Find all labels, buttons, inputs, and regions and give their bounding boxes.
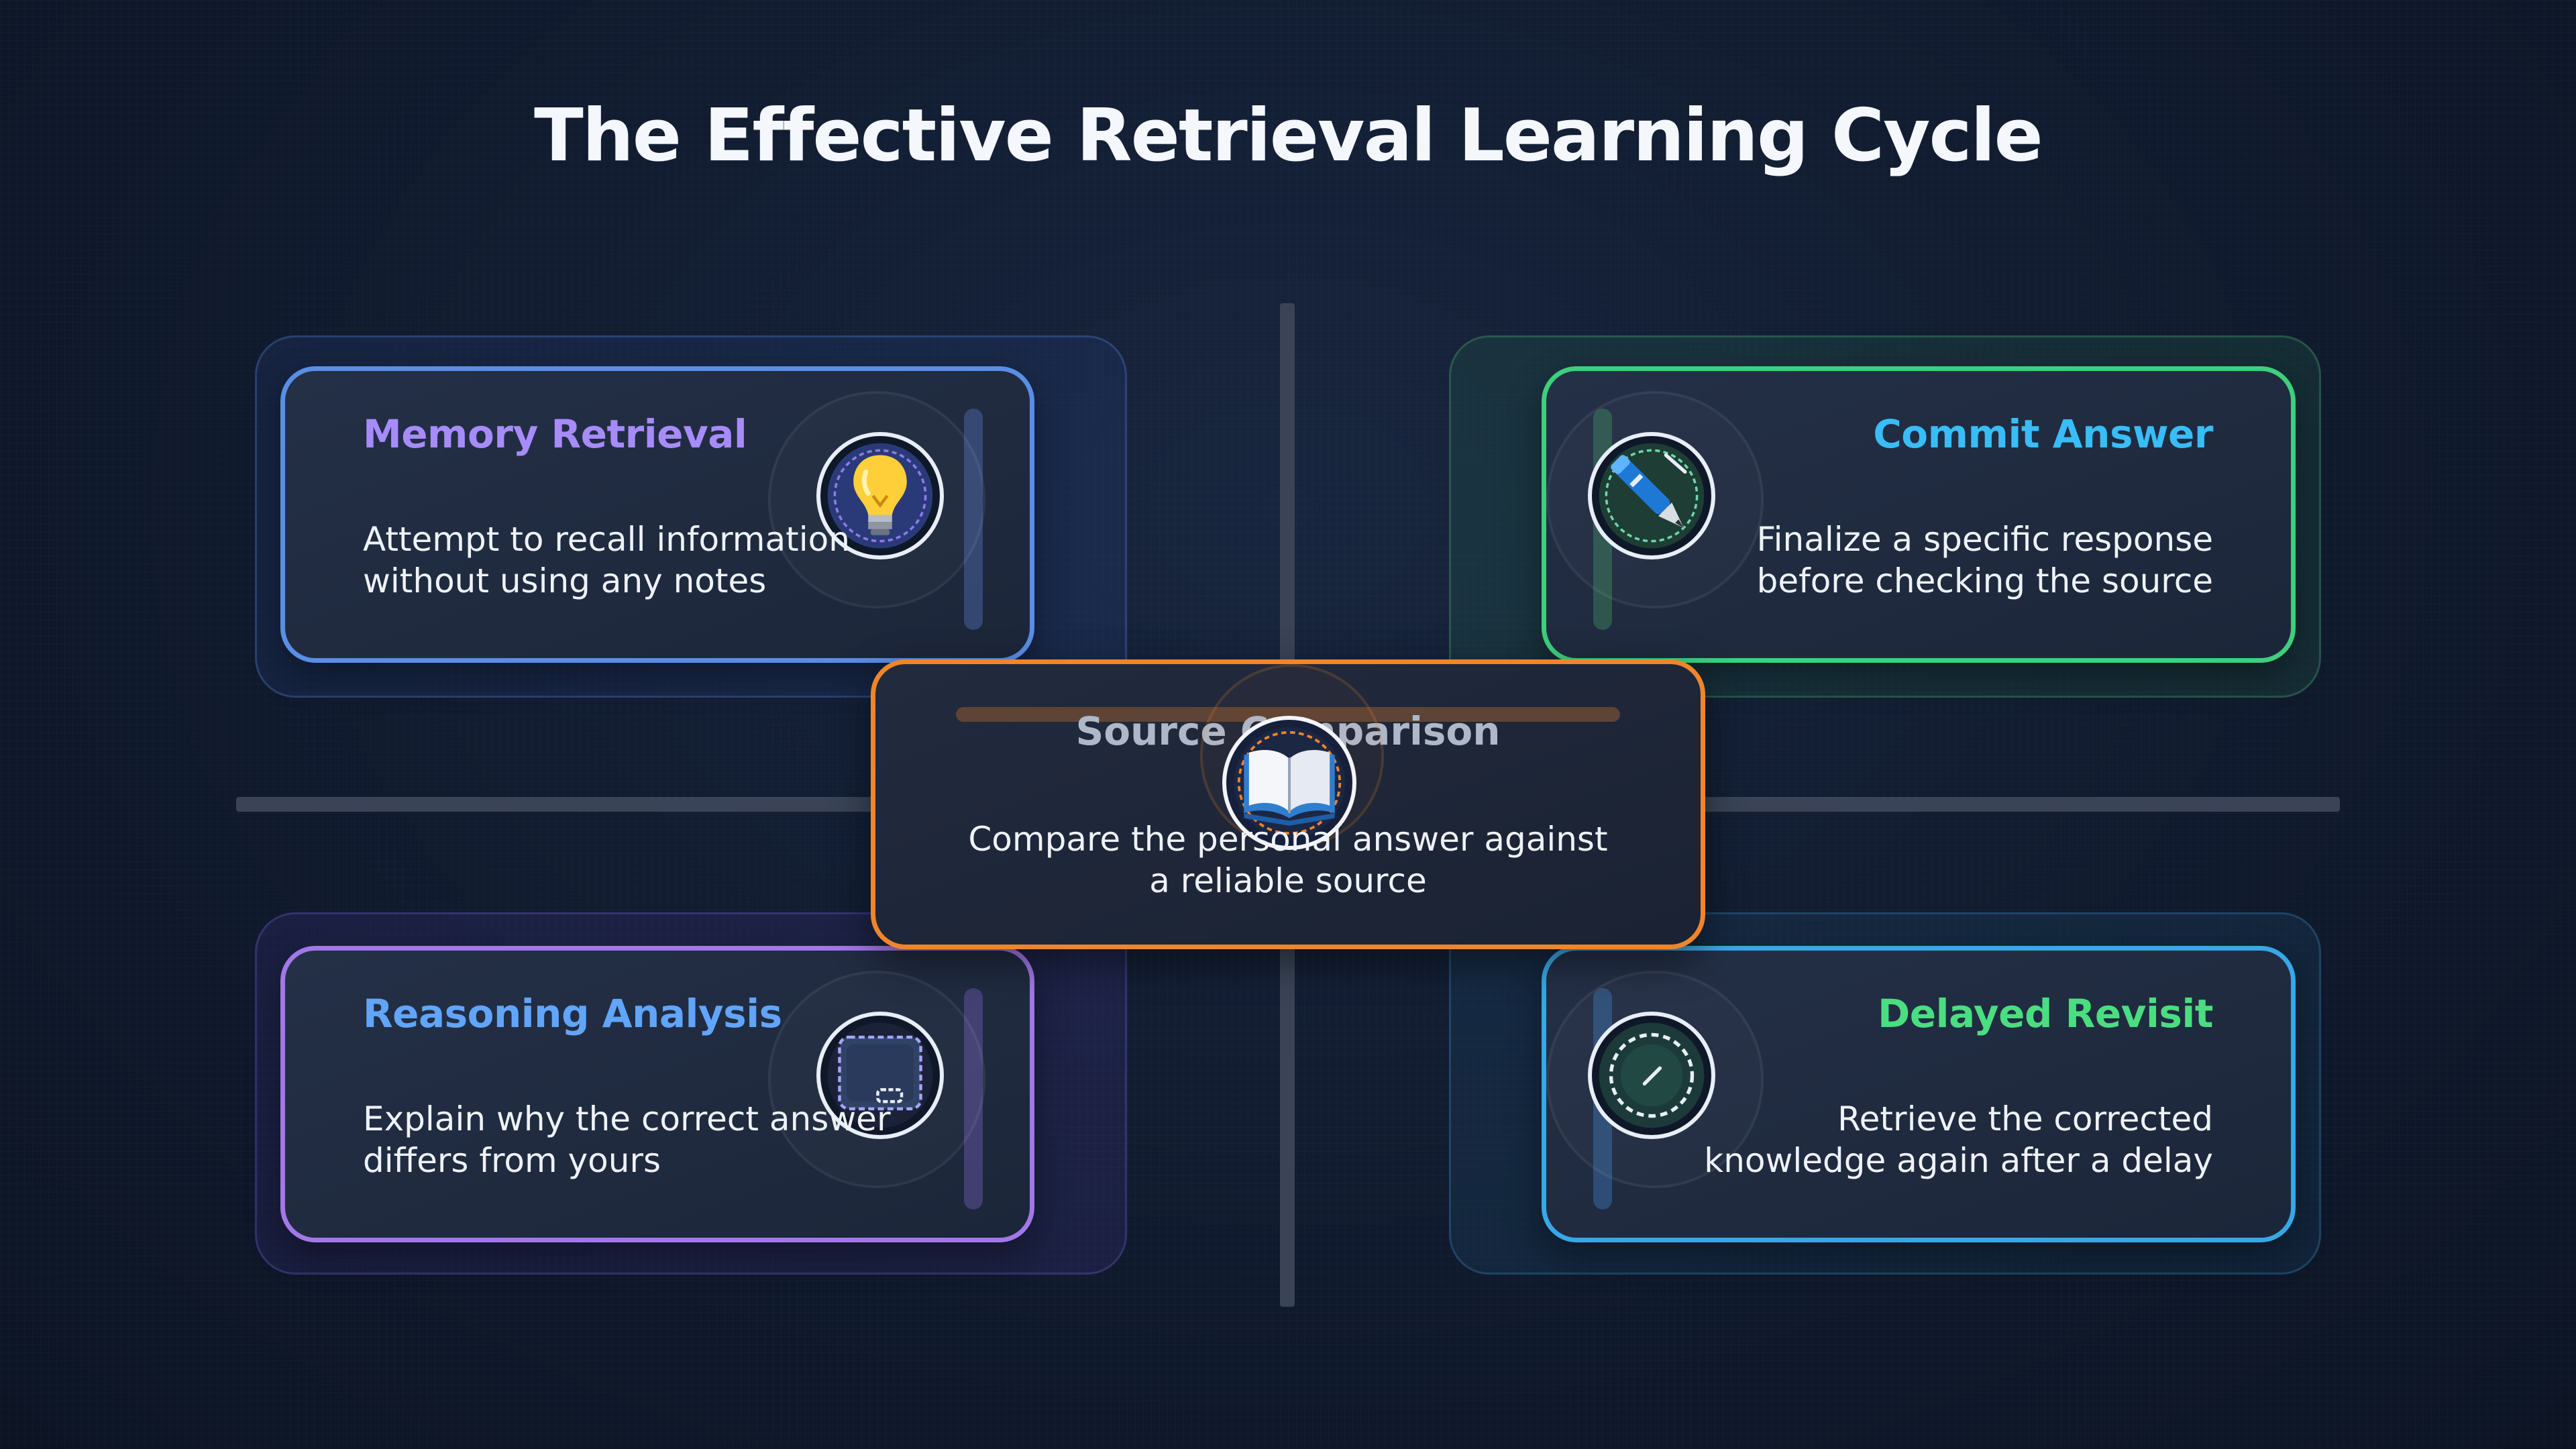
reasoning-analysis-card: Reasoning Analysis Explain why the corre… bbox=[280, 946, 1034, 1242]
source-comparison-card: Source Comparison Compare the personal a… bbox=[871, 659, 1705, 949]
description-line: Explain why the correct answer bbox=[363, 1099, 891, 1138]
icon-halo bbox=[768, 971, 985, 1188]
description-line: without using any notes bbox=[363, 561, 767, 600]
icon-halo bbox=[768, 391, 985, 608]
icon-halo bbox=[1546, 391, 1764, 608]
description-line: Retrieve the corrected bbox=[1837, 1099, 2213, 1138]
window-icon bbox=[816, 1012, 944, 1139]
card-description: Attempt to recall information without us… bbox=[363, 519, 850, 602]
description-line: a reliable source bbox=[1149, 861, 1427, 900]
description-line: Attempt to recall information bbox=[363, 520, 850, 559]
page-title: The Effective Retrieval Learning Cycle bbox=[534, 94, 2043, 178]
card-title: Commit Answer bbox=[1873, 411, 2213, 457]
open-book-icon bbox=[1222, 716, 1356, 850]
commit-answer-card: Commit Answer Finalize a specific respon… bbox=[1542, 366, 2296, 663]
delayed-revisit-card: Delayed Revisit Retrieve the corrected k… bbox=[1542, 946, 2296, 1242]
description-line: knowledge again after a delay bbox=[1704, 1141, 2213, 1180]
card-title: Reasoning Analysis bbox=[363, 991, 782, 1036]
card-title: Memory Retrieval bbox=[363, 411, 747, 457]
memory-retrieval-card: Memory Retrieval Attempt to recall infor… bbox=[280, 366, 1034, 663]
card-title: Delayed Revisit bbox=[1878, 991, 2213, 1036]
card-description: Retrieve the corrected knowledge again a… bbox=[1704, 1098, 2213, 1181]
icon-halo bbox=[1546, 971, 1764, 1188]
card-description: Finalize a specific response before chec… bbox=[1757, 519, 2213, 602]
description-line: before checking the source bbox=[1756, 561, 2213, 600]
lightbulb-icon bbox=[816, 432, 944, 559]
card-description: Compare the personal answer against a re… bbox=[875, 818, 1701, 902]
description-line: Compare the personal answer against bbox=[968, 820, 1608, 859]
pen-icon bbox=[1588, 432, 1715, 559]
description-line: differs from yours bbox=[363, 1141, 661, 1180]
card-description: Explain why the correct answer differs f… bbox=[363, 1098, 891, 1181]
clock-icon bbox=[1588, 1012, 1715, 1139]
description-line: Finalize a specific response bbox=[1756, 520, 2213, 559]
